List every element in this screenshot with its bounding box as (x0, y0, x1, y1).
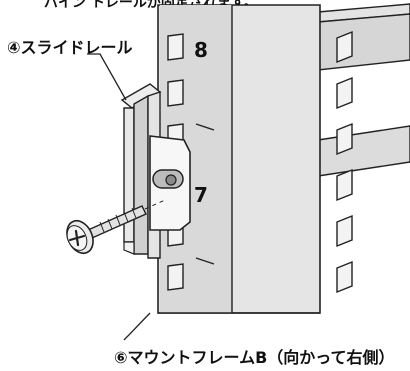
callout-mount-frame-b: ⑥マウントフレームB（向かって右側） (114, 348, 395, 367)
rail-bracket (149, 135, 191, 231)
frame-guide-lines (195, 123, 215, 265)
screw (66, 199, 166, 255)
callout-slide-rail: ④スライドレール (7, 38, 133, 57)
callout-leader-lines (87, 53, 151, 341)
lower-rail-bar (317, 125, 410, 177)
hole-number-7: 7 (194, 183, 208, 207)
phillips-head (68, 229, 86, 247)
side-square-holes (336, 30, 353, 294)
hole-number-8: 8 (194, 38, 208, 62)
upper-rail-bar (317, 3, 410, 71)
top-caption: パイン トレールが固定されます。 (44, 0, 258, 11)
